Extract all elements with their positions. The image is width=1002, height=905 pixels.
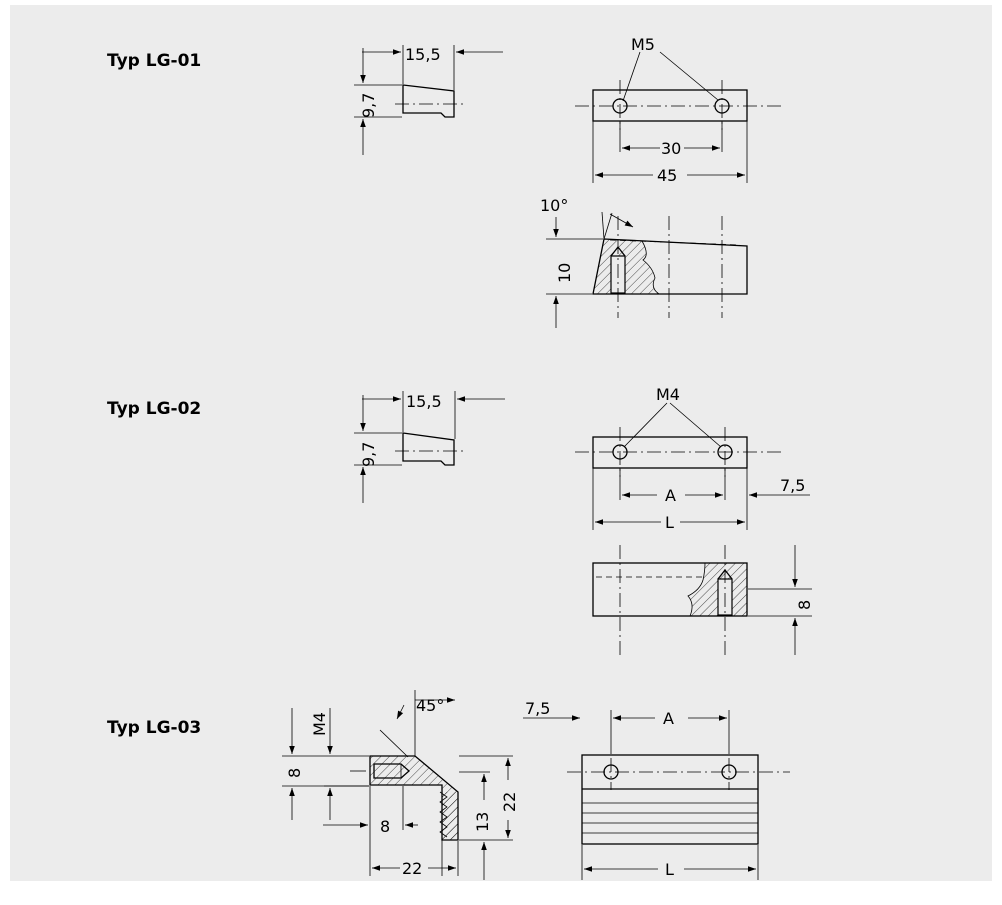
drawing-sheet: Typ LG-01 Typ LG-02 Typ LG-03 xyxy=(10,5,992,881)
lg03-dim-hole-spacing: A xyxy=(663,709,674,728)
lg03-dim-edge-offset: 7,5 xyxy=(525,699,550,718)
lg01-dim-thread: M5 xyxy=(631,35,655,54)
lg02-dim-edge-offset: 7,5 xyxy=(780,476,805,495)
lg02-dim-width: 15,5 xyxy=(406,392,442,411)
lg01-dim-angle: 10° xyxy=(540,196,568,215)
lg01-dim-height: 9,7 xyxy=(359,93,378,118)
lg01-dim-width: 15,5 xyxy=(405,45,441,64)
lg03-dim-inner-width: 8 xyxy=(380,817,390,836)
lg01-dim-length: 45 xyxy=(657,166,677,185)
part-title-lg01: Typ LG-01 xyxy=(107,51,202,71)
lg02-dim-length: L xyxy=(665,513,674,532)
lg02-side-view xyxy=(354,391,505,503)
lg01-top-view xyxy=(575,51,781,183)
lg03-section-view xyxy=(282,690,513,880)
lg03-dim-angle: 45° xyxy=(416,696,444,715)
lg01-dim-depth: 10 xyxy=(555,263,574,283)
lg02-dim-height: 9,7 xyxy=(359,442,378,467)
lg01-dim-hole-spacing: 30 xyxy=(661,139,681,158)
lg03-dim-width: 22 xyxy=(402,859,422,878)
lg02-dim-thread: M4 xyxy=(656,385,680,404)
lg03-dim-thread-depth: 8 xyxy=(285,768,304,778)
lg02-top-view xyxy=(575,402,810,530)
lg03-dim-thread: M4 xyxy=(310,712,329,736)
lg01-section-view xyxy=(546,211,748,328)
part-title-lg02: Typ LG-02 xyxy=(107,399,202,419)
part-title-lg03: Typ LG-03 xyxy=(107,718,202,738)
lg03-dim-height: 22 xyxy=(500,792,519,812)
lg02-section-view xyxy=(592,545,812,655)
lg03-dim-height-inner: 13 xyxy=(473,812,492,832)
lg03-dim-length: L xyxy=(665,860,674,879)
lg01-side-view xyxy=(354,45,503,155)
lg02-dim-depth: 8 xyxy=(795,600,814,610)
lg02-dim-hole-spacing: A xyxy=(665,486,676,505)
lg03-front-view xyxy=(523,710,790,880)
